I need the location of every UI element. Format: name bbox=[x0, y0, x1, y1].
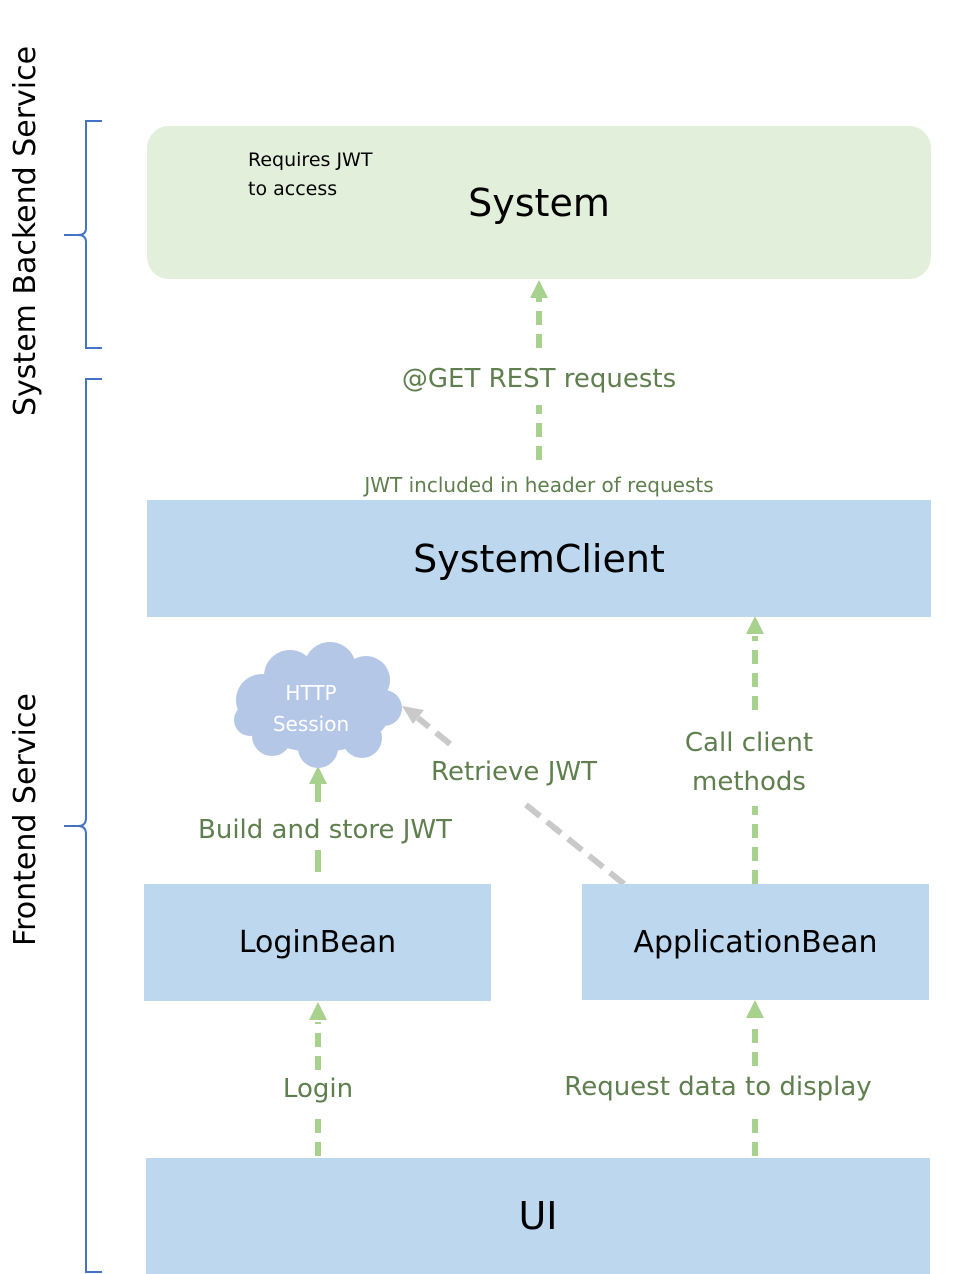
lock-note: Requires JWT to access bbox=[248, 146, 372, 204]
arrowhead-retrieve-jwt bbox=[402, 706, 424, 724]
arrowhead-build-store bbox=[309, 766, 327, 784]
edge-label-get-rest: @GET REST requests bbox=[401, 364, 677, 394]
node-system: System bbox=[147, 126, 931, 279]
http-session-line1: HTTP bbox=[285, 681, 337, 705]
edge-label-call-client-line1: Call client bbox=[684, 728, 814, 758]
edge-label-retrieve-jwt: Retrieve JWT bbox=[431, 757, 597, 787]
node-application-bean-label: ApplicationBean bbox=[633, 924, 878, 960]
node-ui: UI bbox=[146, 1158, 930, 1274]
arrowhead-call-client bbox=[746, 616, 764, 634]
brace-frontend bbox=[64, 378, 102, 1273]
arrow-retrieve-jwt-upper bbox=[416, 715, 452, 747]
lock-note-line1: Requires JWT bbox=[248, 149, 373, 171]
node-system-label: System bbox=[468, 180, 610, 225]
arrowhead-request bbox=[746, 1000, 764, 1018]
node-system-client: SystemClient bbox=[147, 500, 931, 617]
edge-label-request-data: Request data to display bbox=[564, 1072, 872, 1102]
arrow-retrieve-jwt-lower bbox=[518, 797, 626, 887]
node-login-bean-label: LoginBean bbox=[238, 925, 397, 960]
edge-label-jwt-header: JWT included in header of requests bbox=[364, 473, 714, 497]
node-ui-label: UI bbox=[518, 1194, 558, 1238]
edge-label-build-store: Build and store JWT bbox=[198, 815, 452, 845]
node-login-bean: LoginBean bbox=[144, 884, 491, 1001]
edge-label-call-client: Call client methods bbox=[685, 724, 813, 802]
lock-note-line2: to access bbox=[248, 178, 338, 200]
edge-label-login: Login bbox=[282, 1074, 354, 1104]
http-session-label: HTTP Session bbox=[273, 678, 349, 740]
brace-backend bbox=[64, 120, 102, 349]
http-session-cloud bbox=[234, 642, 402, 768]
arrowhead-login bbox=[309, 1002, 327, 1020]
edge-label-call-client-line2: methods bbox=[692, 767, 806, 797]
arrowhead-get-rest bbox=[530, 280, 548, 298]
http-session-line2: Session bbox=[272, 712, 350, 736]
node-system-client-label: SystemClient bbox=[413, 536, 665, 581]
node-application-bean: ApplicationBean bbox=[582, 884, 929, 1000]
